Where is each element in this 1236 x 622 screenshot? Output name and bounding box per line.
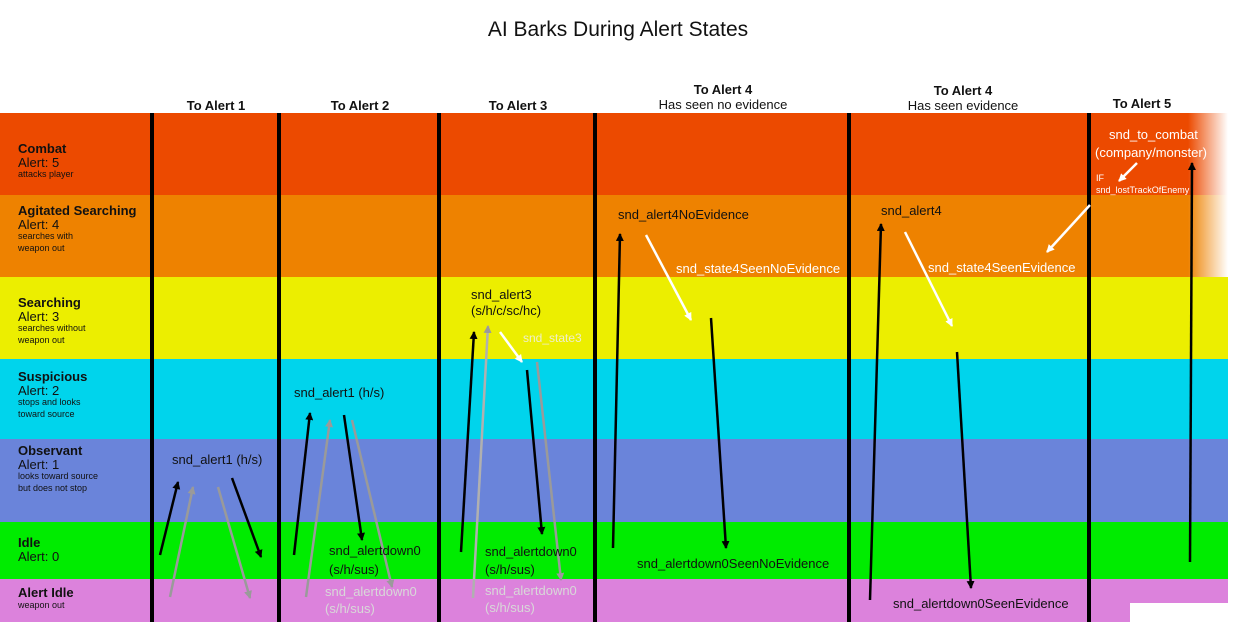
arrow-up: [868, 223, 885, 601]
bark-c3-up-a: snd_alert3: [471, 287, 532, 302]
row-alert: Alert: 3: [18, 308, 60, 324]
bark-c3-down-gray-a: snd_alertdown0: [485, 583, 577, 598]
arrow-up: [611, 233, 624, 549]
column-header-alert-3: To Alert 3: [440, 98, 596, 113]
arrow-up-gray: [471, 325, 492, 599]
arrow-up: [158, 481, 181, 556]
row-desc: weapon out: [18, 599, 65, 610]
row-label-combat: Combat Alert: 5 attacks player: [18, 142, 74, 181]
column-title: To Alert 2: [330, 98, 390, 113]
column-divider: [150, 113, 154, 622]
band-combat: [0, 113, 1228, 195]
row-name: Idle: [18, 535, 41, 550]
row-name: Combat: [18, 141, 67, 156]
row-name: Alert Idle: [18, 585, 74, 600]
row-alert: Alert: 2: [18, 382, 60, 398]
row-name: Observant: [18, 443, 83, 458]
bark-c6-lost: snd_lostTrackOfEnemy: [1096, 185, 1190, 195]
column-title: To Alert 4: [693, 82, 753, 97]
bark-c2-down-a: snd_alertdown0: [329, 543, 421, 558]
band-searching: [0, 277, 1228, 359]
arrow-up: [459, 331, 478, 553]
column-header-alert-1: To Alert 1: [152, 98, 280, 113]
bark-c6-if: IF: [1096, 173, 1104, 183]
column-header-alert-4-evidence: To Alert 4 Has seen evidence: [850, 83, 1076, 113]
bark-c5-state: snd_state4SeenEvidence: [928, 260, 1076, 275]
band-agitated-searching: [0, 195, 1228, 277]
arrow-up-gray: [304, 419, 334, 598]
bark-c6-up-b: (company/monster): [1095, 145, 1207, 160]
row-desc: attacks player: [18, 169, 74, 180]
bark-c5-down: snd_alertdown0SeenEvidence: [893, 596, 1069, 611]
row-name: Searching: [18, 295, 81, 310]
bark-c4-up: snd_alert4NoEvidence: [618, 207, 749, 222]
arrow-white-long: [1046, 204, 1091, 253]
row-label-alert-idle: Alert Idle weapon out: [18, 586, 74, 611]
arrow-up: [292, 412, 314, 556]
diagram-title: AI Barks During Alert States: [487, 18, 749, 41]
arrow-down-gray: [535, 361, 565, 581]
bark-c3-state: snd_state3: [523, 331, 582, 345]
bark-c3-down-a: snd_alertdown0: [485, 544, 577, 559]
column-divider: [437, 113, 441, 622]
bark-c2-up: snd_alert1 (h/s): [294, 385, 385, 400]
arrow-down-gray: [350, 419, 395, 588]
row-alert: Alert: 1: [18, 456, 60, 472]
row-desc: stops and looks toward source: [18, 397, 81, 419]
arrow-down: [342, 414, 365, 541]
row-desc: searches without weapon out: [18, 323, 86, 345]
bark-c4-down: snd_alertdown0SeenNoEvidence: [637, 556, 830, 571]
row-label-searching: Searching Alert: 3 searches without weap…: [18, 296, 86, 347]
column-divider: [1087, 113, 1091, 622]
row-label-observant: Observant Alert: 1 looks toward source b…: [18, 444, 98, 495]
column-title: To Alert 1: [186, 98, 246, 113]
arrow-down-gray: [216, 486, 252, 599]
arrow-down: [955, 351, 975, 589]
arrow-state-white: [903, 231, 954, 327]
bark-c3-down-b: (s/h/sus): [485, 562, 535, 577]
column-divider: [277, 113, 281, 622]
bark-c3-down-gray-b: (s/h/sus): [485, 600, 535, 615]
row-name: Suspicious: [18, 369, 88, 384]
band-suspicious: [0, 359, 1228, 439]
column-title: To Alert 3: [488, 98, 548, 113]
white-corner: [1130, 603, 1228, 622]
arrow-up-gray: [168, 486, 196, 598]
bark-c6-up-a: snd_to_combat: [1109, 127, 1198, 142]
column-divider: [593, 113, 597, 622]
column-divider: [847, 113, 851, 622]
row-label-agitated-searching: Agitated Searching Alert: 4 searches wit…: [18, 204, 136, 255]
column-title: To Alert 5: [1112, 96, 1172, 111]
row-name: Agitated Searching: [18, 203, 137, 218]
row-alert: Alert: 5: [18, 154, 60, 170]
bark-c1-up: snd_alert1 (h/s): [172, 452, 263, 467]
column-header-alert-5: To Alert 5: [1090, 96, 1194, 111]
row-label-idle: Idle Alert: 0: [18, 536, 59, 563]
row-alert: Alert: 0: [18, 548, 60, 564]
bark-c2-down-b: (s/h/sus): [329, 562, 379, 577]
column-header-alert-4-no-evidence: To Alert 4 Has seen no evidence: [596, 82, 850, 112]
arrow-state-white: [644, 234, 693, 321]
arrow-down: [230, 477, 263, 558]
row-alert: Alert: 4: [18, 216, 60, 232]
row-desc: searches with weapon out: [18, 231, 74, 253]
column-header-alert-2: To Alert 2: [280, 98, 440, 113]
column-title: To Alert 4: [933, 83, 993, 98]
column-subtitle: Has seen evidence: [907, 98, 1019, 113]
arrow-down: [525, 369, 546, 535]
row-desc: looks toward source but does not stop: [18, 471, 99, 493]
bark-c3-up-b: (s/h/c/sc/hc): [471, 303, 542, 318]
band-alert-idle: [0, 579, 1228, 622]
bark-c2-down-gray-a: snd_alertdown0: [325, 584, 417, 599]
column-subtitle: Has seen no evidence: [658, 97, 788, 112]
bark-c5-up: snd_alert4: [881, 203, 942, 218]
row-label-suspicious: Suspicious Alert: 2 stops and looks towa…: [18, 370, 87, 421]
bark-c2-down-gray-b: (s/h/sus): [325, 601, 375, 616]
arrow-white-small: [1118, 162, 1138, 182]
arrow-down: [709, 317, 730, 549]
arrow-up: [1187, 162, 1196, 563]
arrow-state-white: [498, 331, 524, 363]
bark-c4-state: snd_state4SeenNoEvidence: [676, 261, 841, 276]
